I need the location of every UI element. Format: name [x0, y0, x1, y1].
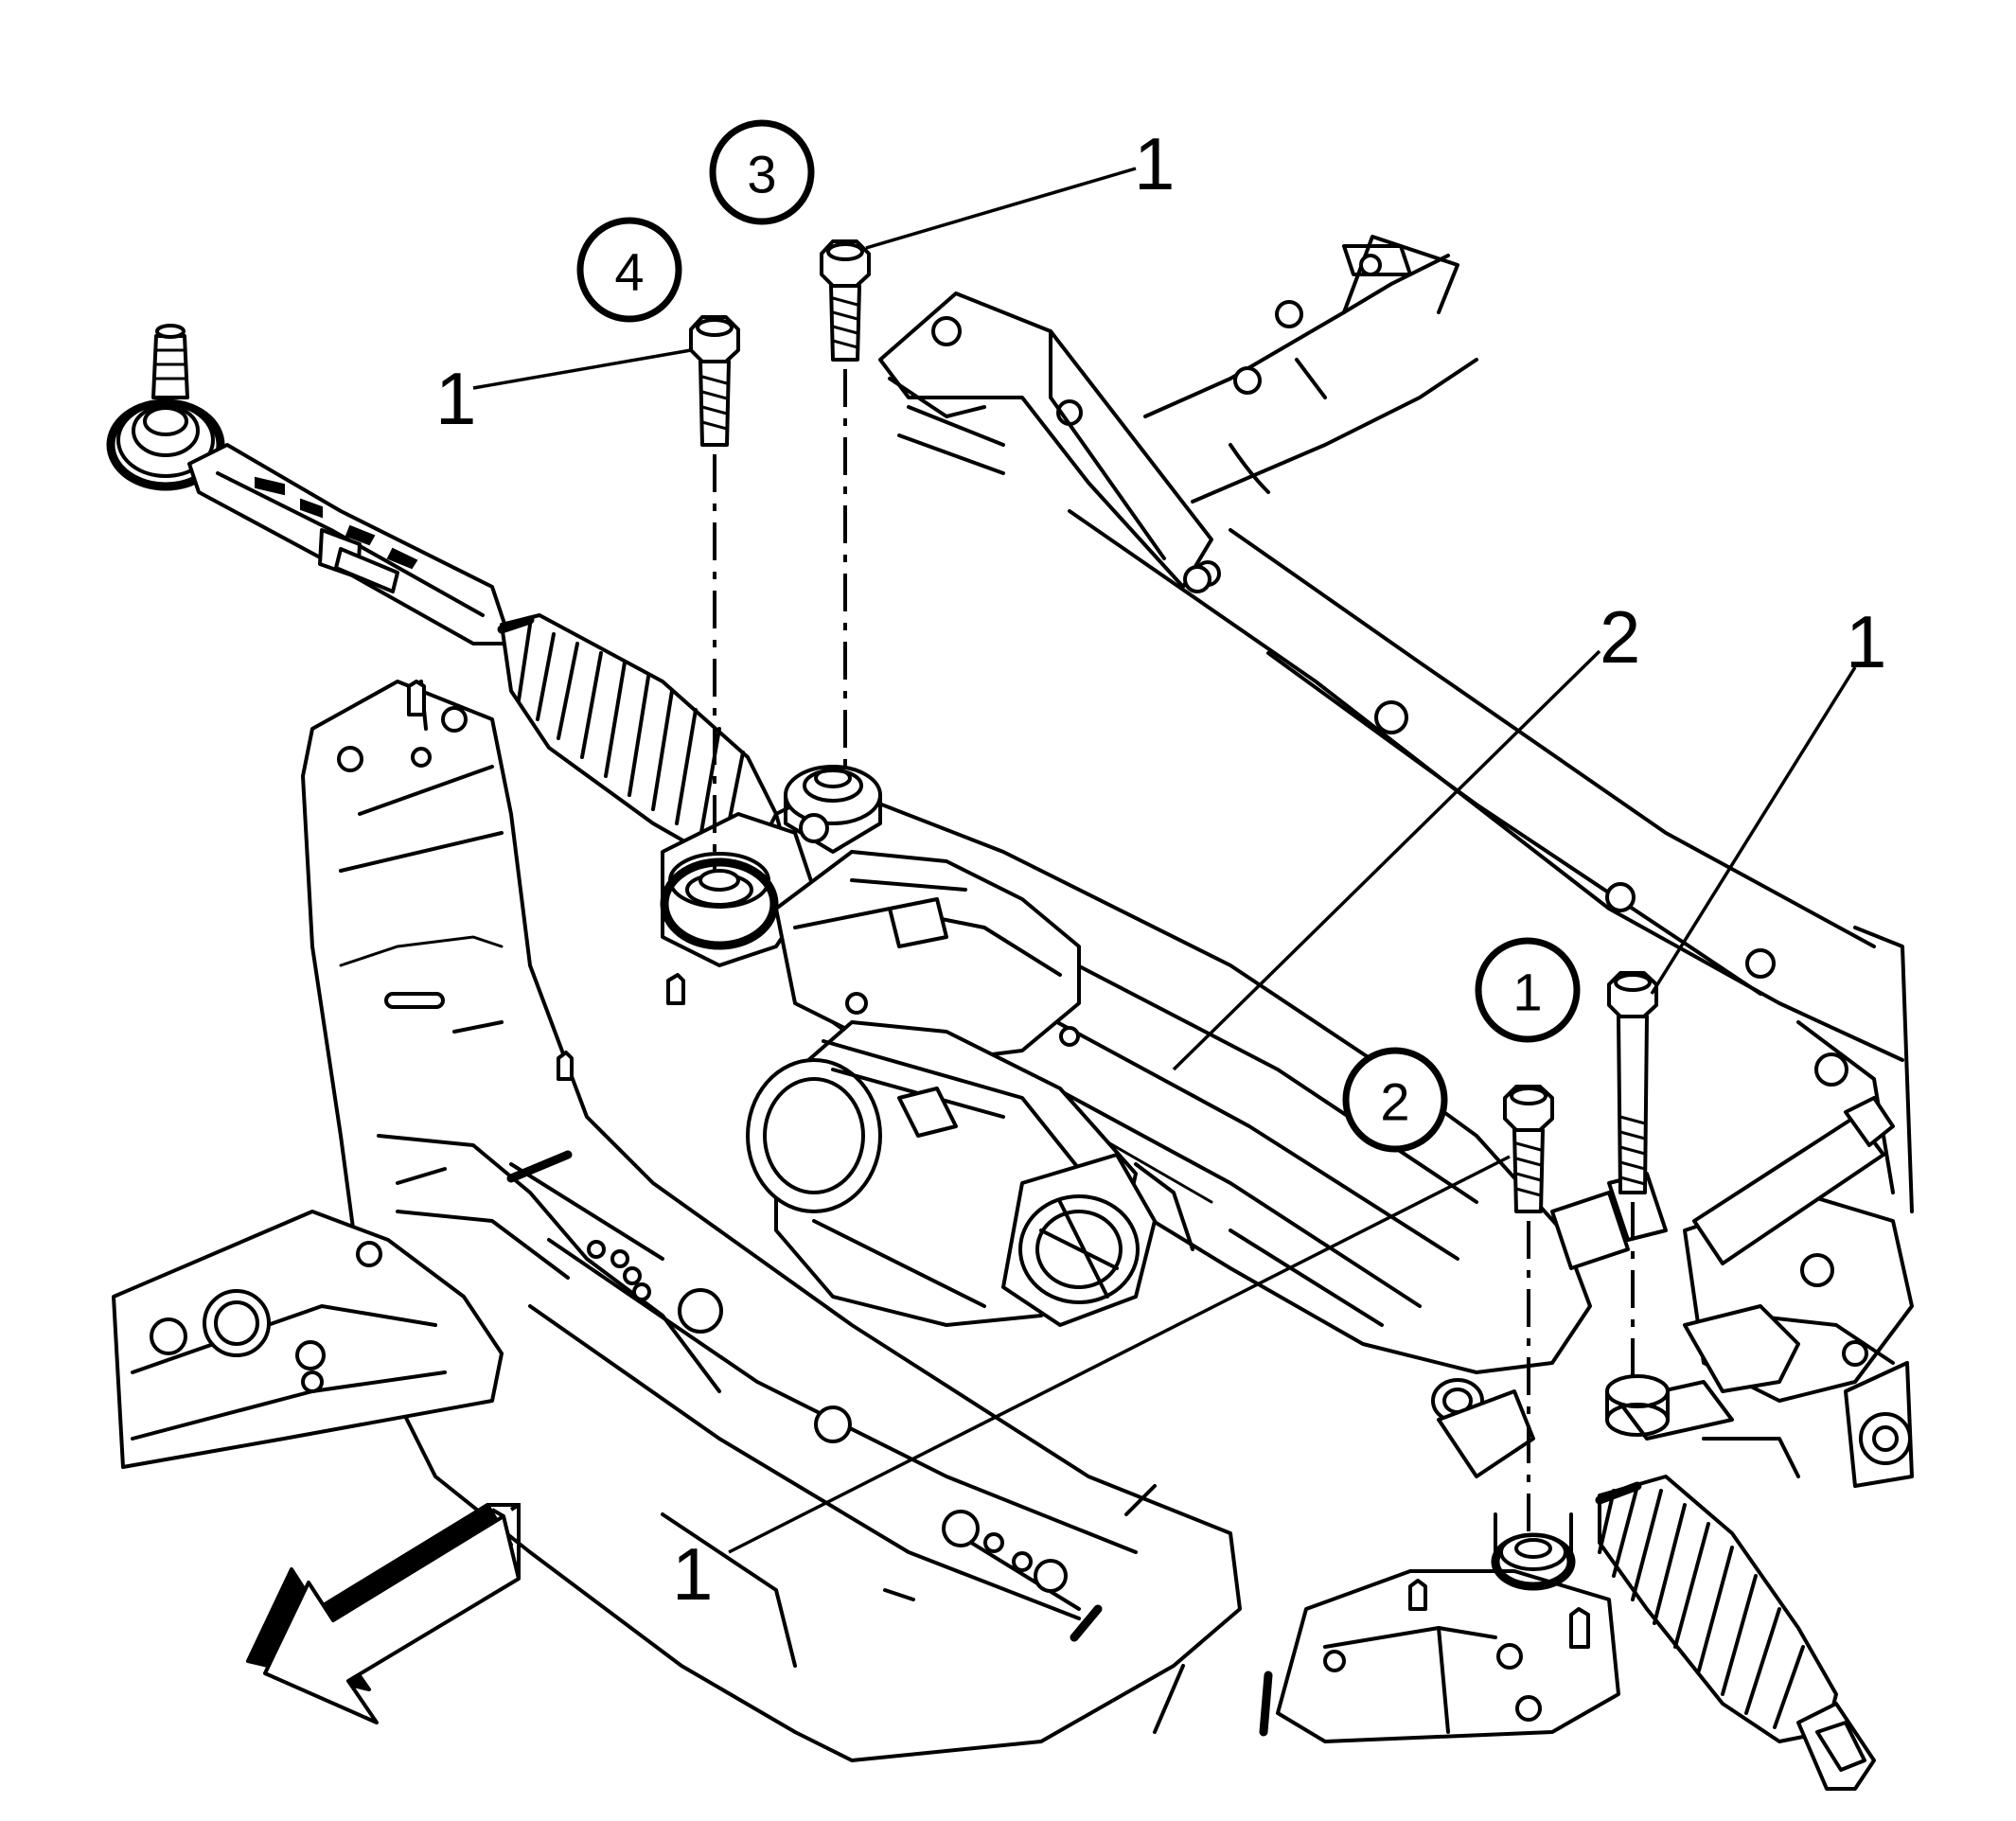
front-crossmember [112, 680, 1242, 1762]
left-tie-rod [106, 324, 513, 645]
step-number-4: 4 [614, 242, 644, 302]
callout-label: 1 [435, 357, 476, 440]
rear-frame-rail [1068, 235, 1914, 1213]
bolt-step-2 [1503, 1085, 1554, 1538]
right-side-knuckle-area [1617, 1096, 1914, 1488]
bolt-step-1 [1607, 971, 1658, 1382]
lower-right-mount-bracket [1259, 1569, 1620, 1743]
callout-label: 1 [672, 1532, 713, 1616]
step-number-2: 2 [1380, 1072, 1409, 1132]
upper-mount-bracket [878, 292, 1213, 593]
bolt-step-4 [689, 315, 740, 871]
bolt-step-3 [820, 239, 871, 776]
step-circle-4: 4 [576, 217, 682, 323]
step-number-1: 1 [1512, 963, 1542, 1022]
steering-gear-housing [660, 765, 1668, 1478]
callout-label: 2 [1600, 595, 1640, 679]
callout-label: 1 [1134, 122, 1175, 205]
left-tie-rod-boot [497, 613, 778, 863]
step-circle-3: 3 [709, 119, 815, 225]
step-circle-2: 2 [1342, 1047, 1448, 1153]
right-tie-rod-boot [1595, 1475, 1876, 1791]
leader-lines [472, 167, 1857, 1554]
callout-label: 1 [1846, 600, 1886, 683]
step-circle-1: 1 [1475, 937, 1581, 1043]
right-mount-boss [1491, 1374, 1670, 1591]
front-direction-arrow-icon [246, 1503, 521, 1724]
step-number-3: 3 [747, 145, 776, 204]
